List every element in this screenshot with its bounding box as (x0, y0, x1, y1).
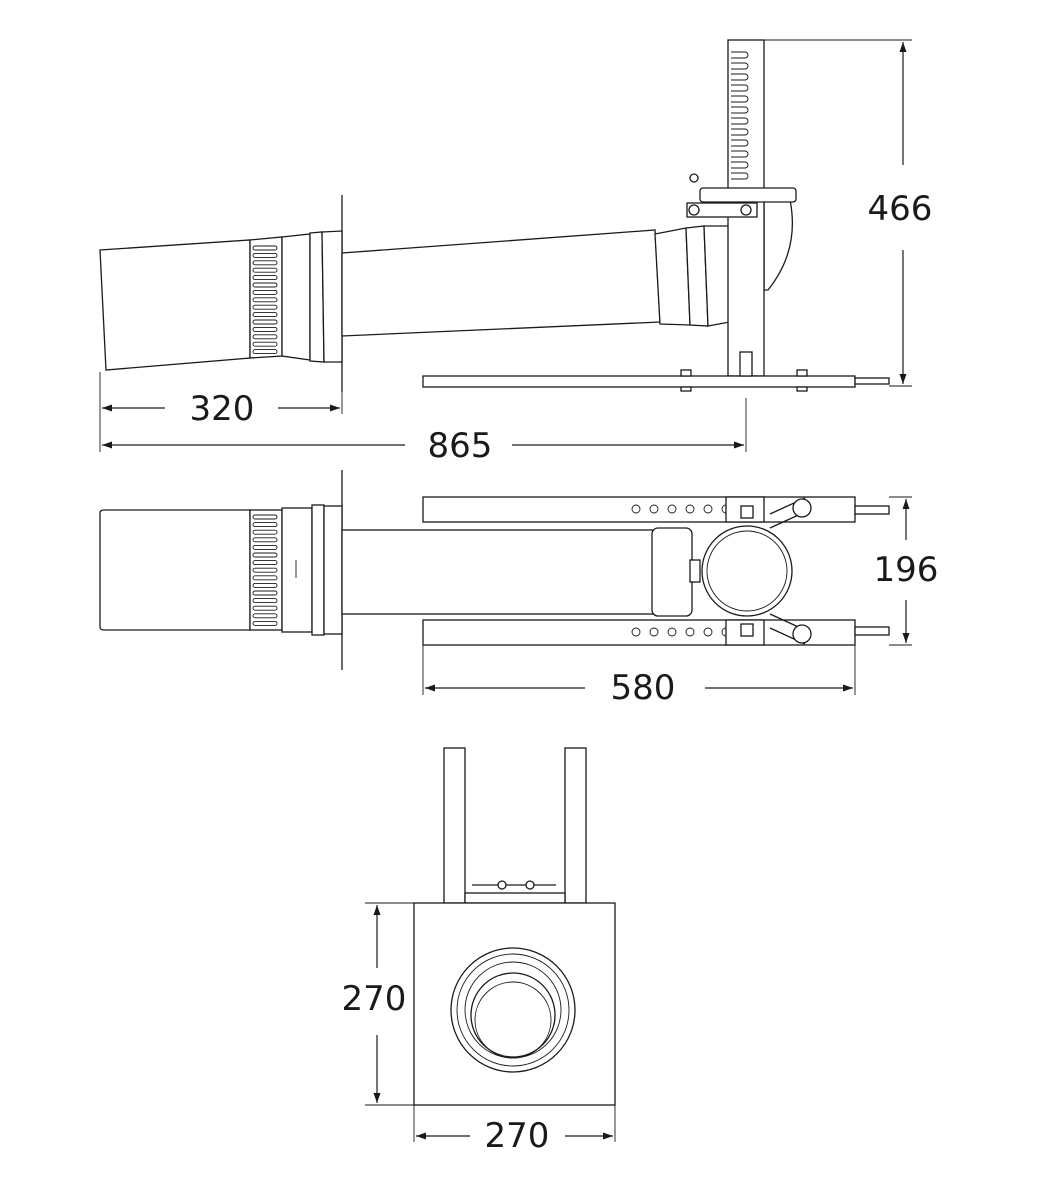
top-view: 196 580 (99, 470, 939, 708)
top-bracket-rail-lower (422, 619, 856, 646)
dim-front-width: 270 (485, 1116, 550, 1156)
side-view: 466 320 865 (99, 39, 933, 466)
top-louvre-slots (252, 514, 278, 626)
dim-top-bracket-length: 580 (611, 668, 676, 708)
top-bracket-rail-upper (422, 496, 856, 523)
front-view: 270 270 (342, 747, 616, 1156)
dim-side-front-length: 320 (190, 389, 255, 429)
base-plate (422, 375, 856, 388)
terminal-outer-tube (99, 239, 251, 371)
bracket-slots (731, 51, 749, 180)
dim-side-total-length: 865 (428, 426, 493, 466)
dim-side-height: 466 (868, 189, 933, 229)
louvre-slots (252, 245, 278, 355)
top-pipe-ring (701, 525, 793, 617)
dim-front-height: 270 (342, 979, 407, 1019)
main-flue-tube (341, 229, 661, 337)
dim-top-width: 196 (874, 550, 939, 590)
